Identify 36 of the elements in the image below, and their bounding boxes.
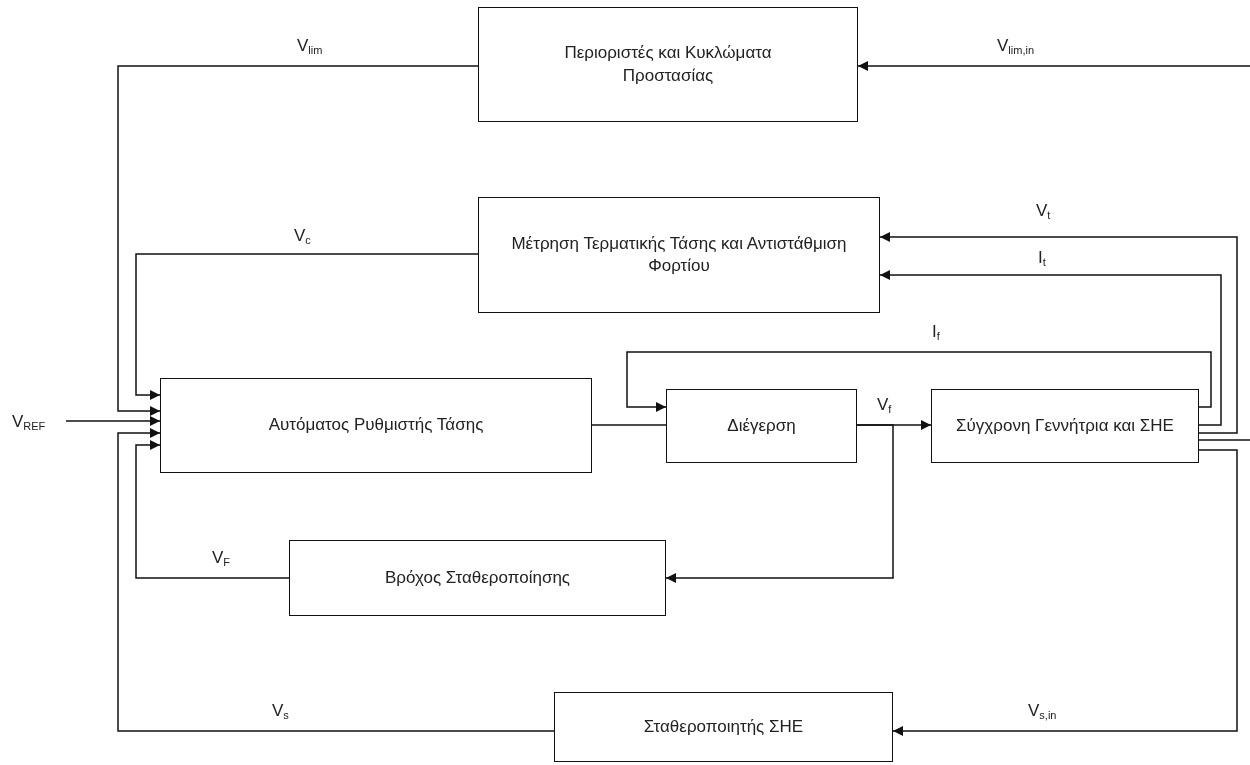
signal-label: V$_{c}$ [292, 226, 313, 247]
connector-arrow [65, 416, 161, 426]
block-box [478, 7, 858, 122]
block-box [931, 389, 1199, 463]
connector-arrow [665, 424, 894, 583]
connector-arrow [117, 428, 555, 732]
signal-label: V$_{t}$ [1034, 201, 1053, 222]
connector-arrow [135, 253, 479, 400]
connector-arrow [892, 449, 1238, 736]
signal-label: V$_{F}$ [210, 548, 233, 569]
block-label: Αυτόματος Ρυθμιστής Τάσης [267, 414, 485, 437]
connector-arrow [879, 270, 1222, 426]
block-label: Σταθεροποιητής ΣΗΕ [642, 715, 805, 738]
signal-label: I$_{f}$ [930, 322, 942, 343]
block-box [478, 197, 880, 313]
signal-label: V$_{REF}$ [10, 412, 48, 433]
block-label: Περιοριστές και Κυκλώματα Προστασίας [563, 42, 773, 87]
block-label: Σύγχρονη Γεννήτρια και ΣΗΕ [955, 414, 1175, 437]
connector-arrow [879, 232, 1238, 434]
block-label: Μέτρηση Τερματικής Τάσης και Αντιστάθμιση Φορτίου [510, 232, 848, 277]
block-box [289, 540, 666, 616]
connector-arrow [857, 61, 1250, 71]
signal-label: V$_{s}$ [270, 701, 291, 722]
block-box [554, 692, 893, 762]
signal-label: V$_{lim}$ [295, 36, 325, 57]
signal-label: V$_{lim,in}$ [995, 36, 1036, 57]
signal-label: V$_{f}$ [875, 395, 894, 416]
block-box [160, 378, 592, 473]
block-box [666, 389, 857, 463]
signal-label: I$_{t}$ [1036, 248, 1048, 269]
block-label: Διέγερση [726, 414, 797, 437]
connector-arrow [117, 65, 479, 416]
connector-arrow [626, 351, 1212, 412]
signal-label: V$_{s,in}$ [1026, 701, 1059, 722]
connector-arrow [135, 440, 290, 579]
block-label: Βρόχος Σταθεροποίησης [383, 566, 572, 589]
